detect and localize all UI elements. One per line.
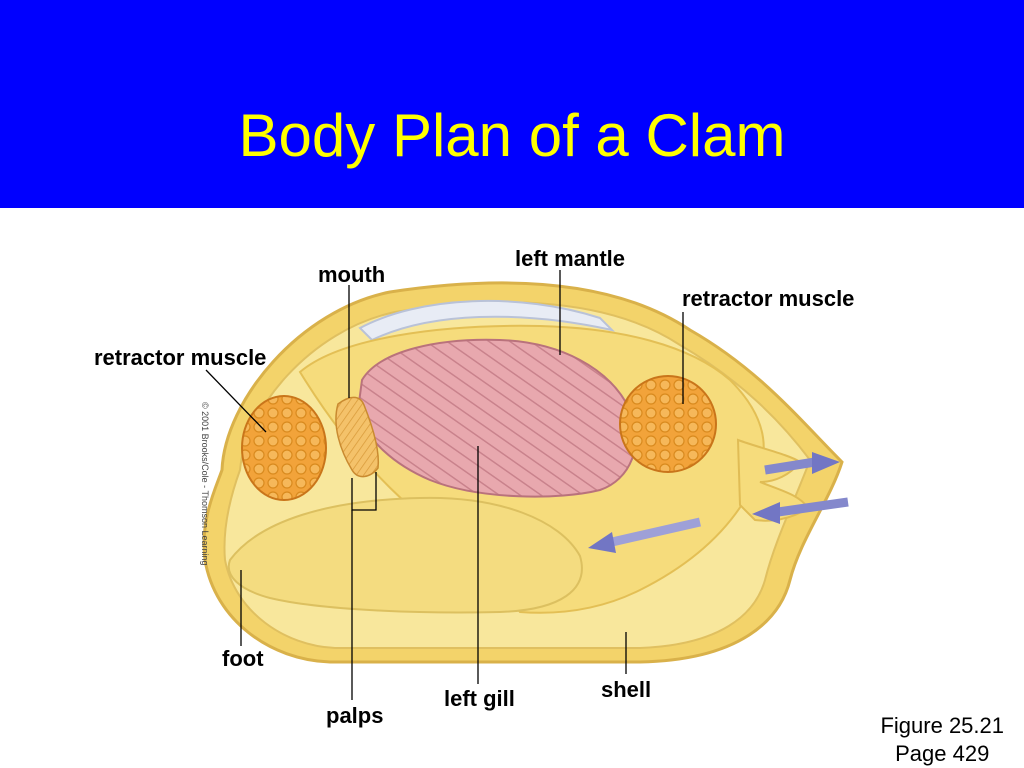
label-mouth: mouth (318, 262, 386, 287)
label-retractor-muscle-right: retractor muscle (682, 286, 855, 311)
slide-title: Body Plan of a Clam (238, 102, 786, 169)
figure-number: Figure 25.21 (880, 713, 1004, 738)
label-left-gill: left gill (444, 686, 515, 711)
flow-arrows (588, 452, 849, 553)
label-retractor-muscle-left: retractor muscle (94, 345, 267, 370)
copyright-text: © 2001 Brooks/Cole - Thomson Learning (200, 402, 210, 566)
figure-reference: Figure 25.21 Page 429 (880, 712, 1004, 768)
page-number: Page 429 (895, 741, 990, 766)
siphons (736, 438, 810, 522)
hinge-ligament (358, 299, 616, 342)
label-left-mantle: left mantle (515, 246, 626, 271)
label-palps: palps (326, 703, 384, 728)
label-foot: foot (222, 646, 264, 671)
palps (335, 396, 380, 478)
retractor-muscle-left (241, 395, 327, 501)
leader-lines (205, 270, 684, 700)
foot (227, 496, 583, 614)
label-shell: shell (601, 677, 652, 702)
left-gill (356, 338, 637, 498)
title-bar (0, 0, 1024, 208)
retractor-muscle-right (619, 375, 717, 473)
